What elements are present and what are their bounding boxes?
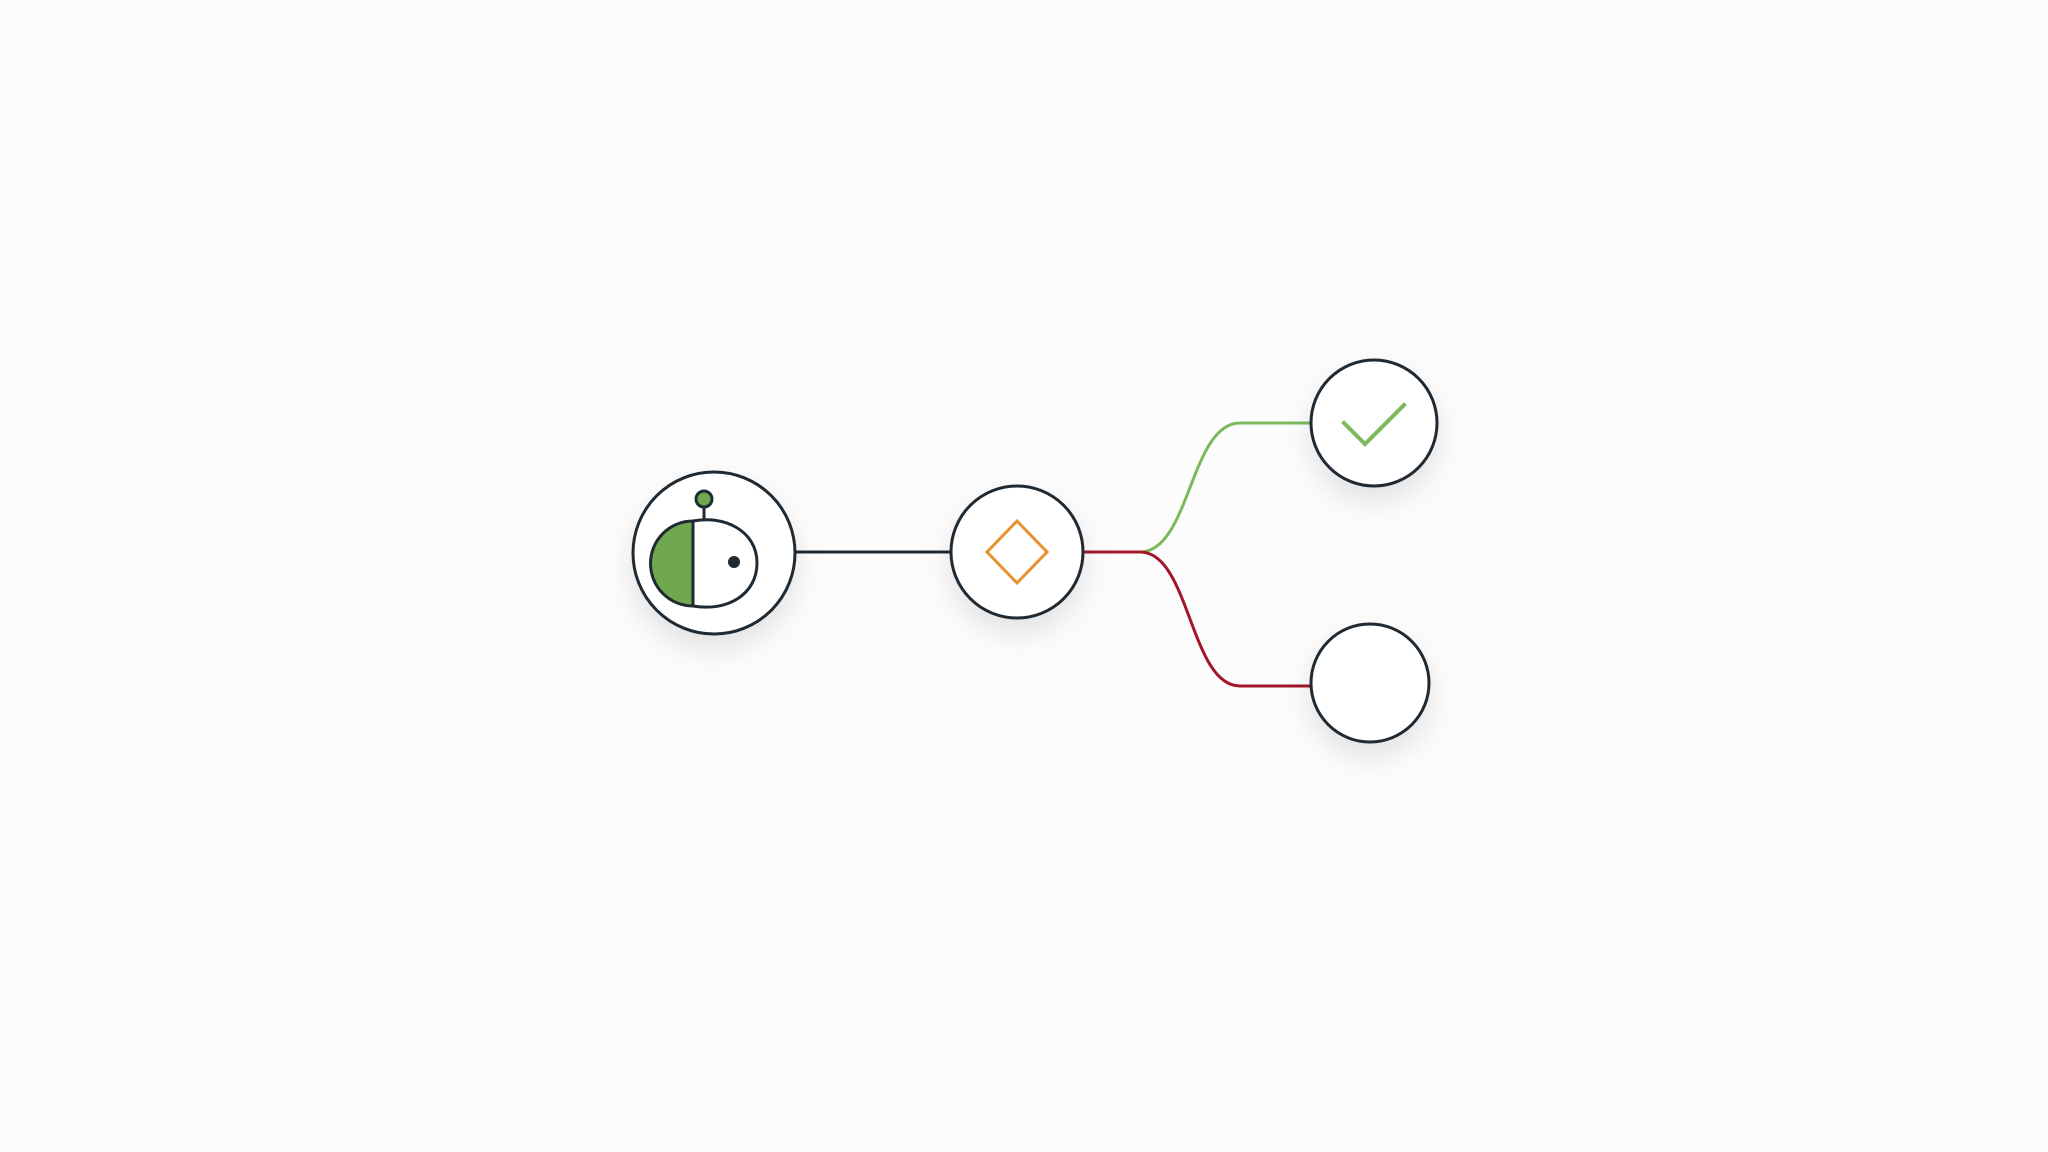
failure-node-circle [1309,622,1431,744]
edge-decision-to-failure [1083,550,1310,688]
agent-accent-half [650,521,693,606]
agent-antenna-ball [694,489,714,509]
success-node[interactable] [1309,358,1439,488]
decision-node[interactable] [949,484,1085,620]
agent-head-right-outline [692,518,759,609]
diamond-decision-icon [984,518,1050,586]
robot-agent-icon [649,489,759,609]
success-node-circle [1309,358,1439,488]
decision-node-circle [949,484,1085,620]
edge-decision-to-success [1083,421,1310,554]
agent-head-left-outline [649,519,694,608]
agent-eye [728,556,740,568]
failure-node[interactable] [1309,622,1431,744]
checkmark-icon [1341,402,1407,447]
